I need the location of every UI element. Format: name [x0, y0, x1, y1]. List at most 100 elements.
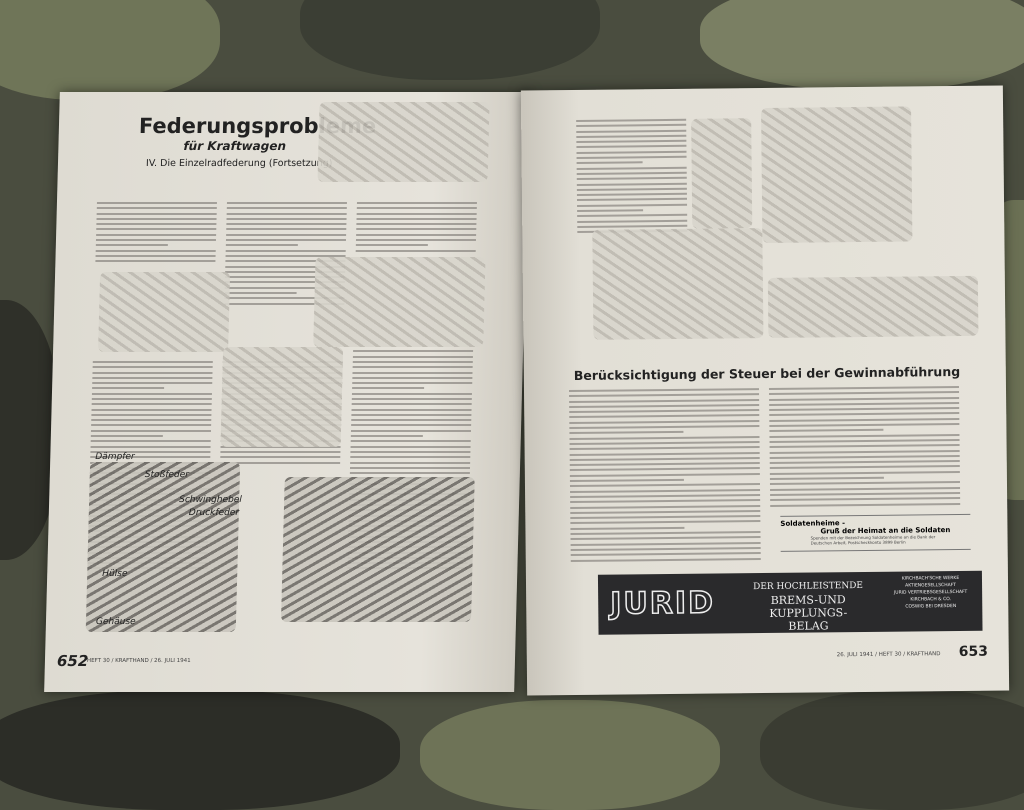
text-line [576, 187, 687, 191]
text-line [95, 249, 216, 252]
text-line [96, 207, 217, 210]
text-line [96, 228, 217, 231]
front-axle-illustration [767, 275, 979, 338]
text-line [570, 531, 761, 536]
text-line [356, 212, 477, 215]
text-line [92, 382, 213, 385]
text-line [569, 472, 760, 477]
text-line [769, 465, 960, 470]
text-line [352, 366, 473, 369]
text-line [570, 504, 761, 509]
text-line [769, 449, 960, 454]
text-line [569, 409, 760, 414]
right-page: Berücksichtigung der Steuer bei der Gewi… [520, 85, 1010, 696]
text-line [350, 440, 471, 443]
text-line [96, 212, 217, 215]
text-line [356, 233, 477, 236]
text-line [95, 244, 168, 247]
text-line [220, 456, 341, 459]
text-line [576, 139, 687, 144]
text-line [569, 403, 760, 408]
text-line [92, 360, 213, 363]
text-line [91, 419, 212, 422]
text-line [226, 202, 347, 204]
figure-label: Hülse [102, 569, 128, 579]
text-line [91, 408, 212, 411]
text-line [226, 217, 347, 220]
text-line [569, 393, 760, 398]
text-line [769, 470, 960, 475]
text-line [91, 403, 212, 406]
text-line [90, 445, 211, 448]
text-line [570, 499, 761, 504]
text-line [569, 478, 684, 483]
text-line [225, 244, 298, 247]
text-line [350, 461, 471, 464]
page-footer: HEFT 30 / KRAFTHAND / 26. JULI 1941 [86, 658, 191, 664]
text-line [769, 476, 884, 481]
text-line [570, 509, 761, 514]
chassis-illustration [592, 228, 764, 340]
text-line [570, 546, 761, 551]
text-line [576, 155, 687, 160]
text-line [96, 202, 217, 204]
text-line [95, 239, 217, 242]
text-line [356, 202, 477, 204]
text-line [576, 192, 687, 197]
text-line [569, 419, 760, 424]
chassis-illustration [317, 102, 490, 182]
text-line [569, 456, 760, 461]
text-line [91, 392, 212, 395]
tax-article-title: Berücksichtigung der Steuer bei der Gewi… [573, 363, 961, 384]
text-line [352, 360, 473, 363]
text-line [570, 557, 761, 562]
text-line [770, 491, 961, 496]
text-line [768, 385, 959, 390]
text-line [576, 166, 687, 170]
text-line [226, 223, 347, 226]
text-line [569, 462, 760, 467]
text-line [569, 467, 760, 472]
text-line [769, 444, 960, 449]
text-line [92, 387, 165, 390]
text-line [577, 203, 688, 207]
text-line [350, 456, 471, 459]
damper-illustration [85, 462, 241, 632]
text-line [356, 217, 477, 220]
soldatenheime-notice: Soldatenheime - Gruß der Heimat an die S… [780, 513, 971, 552]
text-column [576, 118, 688, 237]
text-line [356, 228, 477, 231]
text-line [569, 451, 760, 456]
ad-line: BREMS-UND KUPPLUNGS- [769, 593, 848, 620]
text-line [769, 401, 960, 406]
text-line [225, 249, 346, 252]
section-heading: IV. Die Einzelradfederung (Fortsetzung) [145, 158, 333, 169]
text-line [576, 129, 687, 133]
text-line [352, 382, 473, 385]
text-line [769, 481, 960, 486]
text-line [350, 429, 472, 432]
text-line [569, 398, 760, 403]
text-line [577, 214, 688, 218]
text-line [352, 376, 473, 379]
text-line [576, 161, 643, 165]
text-line [577, 224, 688, 228]
text-line [92, 376, 213, 379]
text-line [769, 423, 960, 428]
text-line [355, 249, 476, 252]
text-line [569, 425, 760, 430]
text-line [220, 450, 341, 453]
notice-text: Spenden mit der Bezeichnung Soldatenheim… [810, 534, 936, 546]
text-line [569, 441, 760, 446]
text-line [769, 454, 960, 459]
text-line [570, 526, 685, 530]
text-line [224, 292, 297, 295]
text-line [569, 483, 760, 488]
text-line [349, 472, 470, 475]
text-line [350, 435, 423, 438]
text-line [350, 445, 471, 448]
text-line [226, 233, 347, 236]
text-line [351, 403, 472, 406]
text-line [96, 223, 217, 226]
text-line [577, 219, 688, 223]
